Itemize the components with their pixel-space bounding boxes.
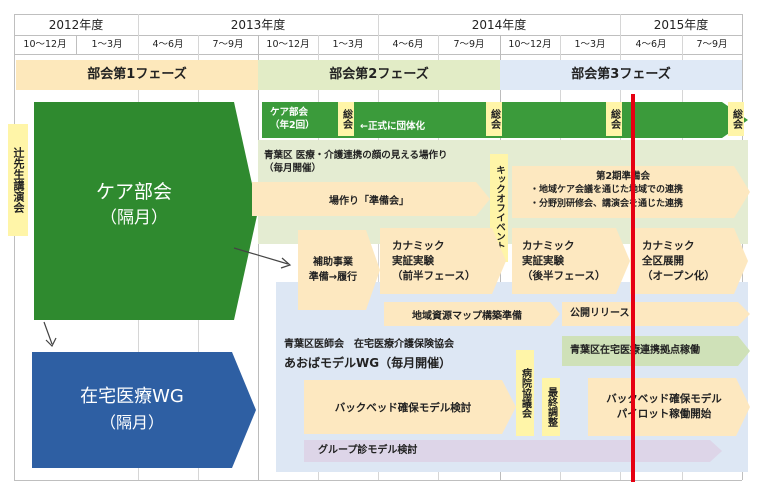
face-meeting-title: 青葉区 医療・介護連携の顔の見える場作り	[264, 150, 448, 161]
quarter-2: 1～3月	[91, 39, 123, 50]
year-2015: 2015年度	[653, 18, 709, 32]
general-meeting-3: 総会	[606, 102, 622, 136]
second-prep-title: 第2期準備会	[595, 171, 651, 182]
home-wg-shape	[32, 352, 256, 468]
subsidy-shape	[298, 230, 380, 310]
resource-map-label: 地域資源マップ構築準備	[412, 310, 522, 322]
quarter-10: 1～3月	[574, 39, 606, 50]
side-lecture: 辻先生講演会	[8, 124, 28, 236]
quarter-3: 4～6月	[152, 39, 184, 50]
grid-line	[258, 35, 259, 480]
phase-1: 部会第1フェーズ	[16, 60, 258, 90]
prep-label: 場作り「準備会」	[329, 195, 409, 207]
home-wg-label: 在宅医療WG （隔月）	[32, 368, 232, 452]
phase-2: 部会第2フェーズ	[258, 60, 500, 90]
kanamic1-label: カナミック 実証実験 （前半フェース）	[392, 239, 476, 282]
backbed-pilot-shape	[588, 378, 750, 436]
general-meeting-1: 総会	[338, 102, 354, 136]
grid-line	[14, 480, 742, 481]
formal-org-label: ←正式に団体化	[360, 121, 425, 132]
public-release-label: 公開リリース	[570, 308, 630, 319]
care-group-shape	[34, 102, 258, 320]
general-meeting-2: 総会	[486, 102, 502, 136]
backbed-pilot-label: バックベッド確保モデル パイロット稼働開始	[606, 393, 722, 420]
second-prep-line2: ・分野別研修会、講演会を通じた連携	[530, 199, 684, 209]
year-2013: 2013年度	[230, 18, 286, 32]
current-date-marker	[631, 94, 635, 482]
grid-line	[76, 35, 77, 54]
association-label: 青葉区医師会 在宅医療介護保険協会	[284, 339, 454, 350]
subsidy-label: 補助事業 準備→履行	[308, 257, 358, 283]
resource-map-shape	[384, 302, 560, 326]
quarter-12: 7～9月	[696, 39, 728, 50]
backbed-shape	[304, 380, 516, 434]
group-practice-label: グループ診モデル検討	[318, 445, 418, 456]
kanamic2-label: カナミック 実証実験 （後半フェース）	[522, 239, 606, 282]
year-2014: 2014年度	[471, 18, 527, 32]
general-meeting-4: 総会	[728, 102, 744, 136]
kanamic2-shape	[512, 228, 630, 294]
aoba-wg-label: あおばモデルWG（毎月開催）	[284, 356, 452, 370]
quarter-11: 4～6月	[635, 39, 667, 50]
quarter-9: 10～12月	[508, 39, 552, 50]
grid-line	[14, 14, 15, 480]
base-operation-label: 青葉区在宅医療連携拠点稼働	[570, 345, 700, 356]
kanamic1-shape	[380, 228, 506, 294]
grid-line	[378, 14, 379, 480]
base-operation-shape	[562, 336, 750, 366]
quarter-6: 1～3月	[332, 39, 364, 50]
quarter-1: 10～12月	[23, 39, 67, 50]
quarter-4: 7～9月	[212, 39, 244, 50]
face-meeting-sub: （毎月開催）	[264, 163, 322, 174]
public-release-shape	[562, 302, 750, 326]
backbed-label: バックベッド確保モデル検討	[334, 401, 472, 414]
year-2012: 2012年度	[48, 18, 104, 32]
home-wg-name: 在宅医療WG	[80, 386, 184, 407]
care-group-freq: （隔月）	[100, 208, 168, 228]
care-group-name: ケア部会	[95, 181, 172, 203]
kanamic3-label: カナミック 全区展開 （オープン化）	[642, 239, 715, 282]
quarter-8: 7～9月	[453, 39, 485, 50]
quarter-7: 4～6月	[392, 39, 424, 50]
hospital-council: 病院協議会	[516, 350, 534, 436]
care-bar-shape	[262, 102, 748, 138]
home-wg-freq: （隔月）	[99, 413, 164, 432]
group-practice-shape	[304, 440, 722, 462]
care-group-label: ケア部会 （隔月）	[34, 160, 234, 250]
final-adjust: 最終調整	[542, 378, 560, 436]
quarter-5: 10～12月	[266, 39, 310, 50]
care-bar-label: ケア部会 （年2回）	[270, 107, 315, 131]
kanamic3-shape	[630, 228, 748, 294]
second-prep-line1: ・地域ケア会議を通じた地域での連携	[530, 185, 684, 195]
prep-arrow-shape	[252, 182, 490, 216]
grid-line	[742, 14, 743, 480]
phase-3: 部会第3フェーズ	[500, 60, 742, 90]
